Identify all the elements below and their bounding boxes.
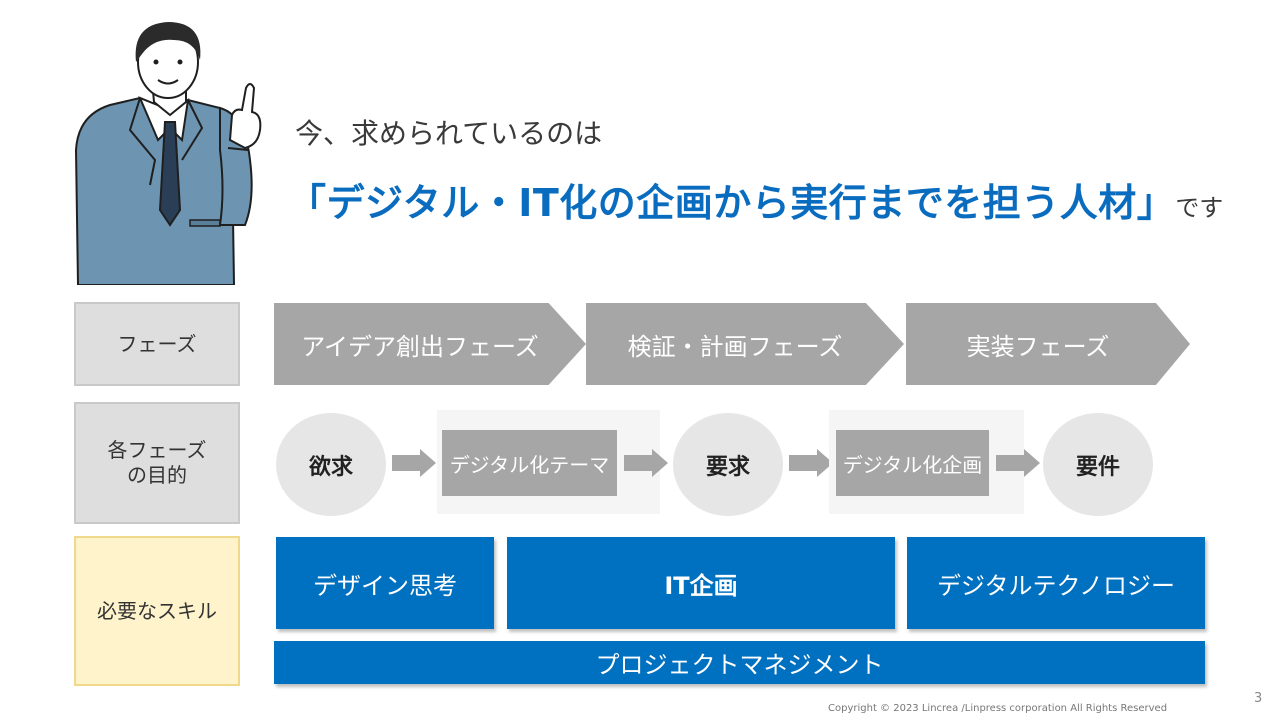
- arrow-right-icon: [392, 449, 436, 477]
- skill-digital-technology: デジタルテクノロジー: [907, 537, 1205, 629]
- purpose-digital-plan: デジタル化企画: [836, 430, 989, 496]
- arrow-right-icon: [789, 449, 833, 477]
- purpose-digital-theme: デジタル化テーマ: [442, 430, 617, 496]
- skill-project-management: プロジェクトマネジメント: [274, 641, 1205, 684]
- row-label-phase: フェーズ: [74, 302, 240, 386]
- purpose-requirement: 要件: [1043, 413, 1153, 516]
- businessman-illustration: [74, 22, 262, 285]
- purpose-request: 要求: [673, 413, 783, 516]
- arrow-right-icon: [624, 449, 668, 477]
- row-label-skill: 必要なスキル: [74, 536, 240, 686]
- row-label-purpose: 各フェーズ の目的: [74, 402, 240, 524]
- page-number: 3: [1254, 691, 1263, 706]
- arrow-right-icon: [996, 449, 1040, 477]
- headline-suffix: です: [1175, 194, 1224, 222]
- phase-implementation: 実装フェーズ: [906, 303, 1190, 385]
- phase-idea: アイデア創出フェーズ: [274, 303, 586, 385]
- phase-verification: 検証・計画フェーズ: [586, 303, 904, 385]
- copyright-text: Copyright © 2023 Lincrea /Linpress corpo…: [828, 703, 1168, 714]
- skill-it-planning: IT企画: [507, 537, 895, 629]
- headline: 「デジタル・IT化の企画から実行までを担う人材」です: [288, 172, 1223, 227]
- intro-text: 今、求められているのは: [295, 117, 603, 150]
- headline-main: 「デジタル・IT化の企画から実行までを担う人材」: [288, 181, 1176, 225]
- purpose-desire: 欲求: [276, 413, 386, 516]
- skill-design-thinking: デザイン思考: [276, 537, 494, 629]
